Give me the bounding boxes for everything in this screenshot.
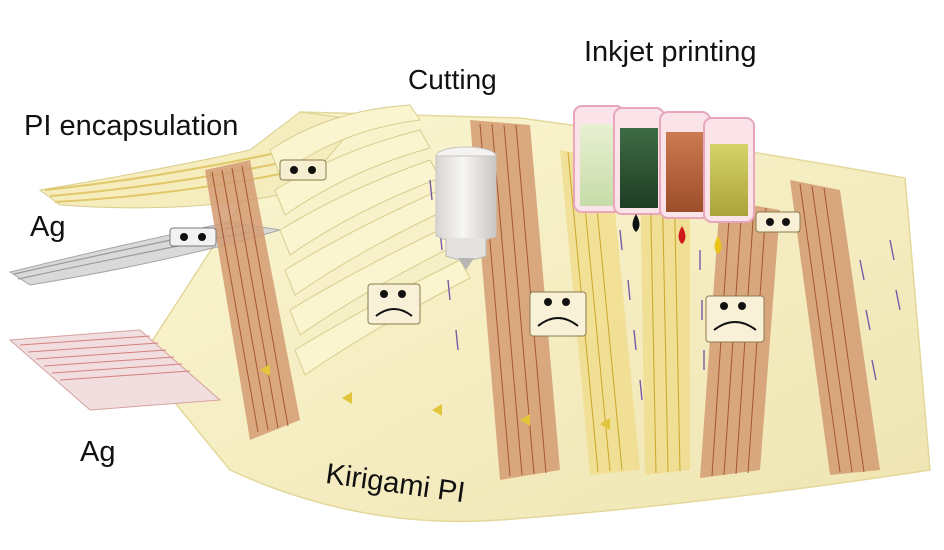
- sensor-chip-icon: [755, 211, 801, 233]
- label-inkjet-printing: Inkjet printing: [584, 36, 757, 68]
- gold-trace-lines: [567, 151, 681, 474]
- sensor-chip-icon: [529, 291, 587, 337]
- ink-cartridge-icon: [659, 111, 711, 219]
- alignment-markers: [260, 364, 610, 430]
- label-ag-upper: Ag: [30, 211, 66, 243]
- sensor-chip-icon: [705, 295, 765, 343]
- ink-cartridge-icon: [703, 117, 755, 223]
- ink-cartridge-icon: [573, 105, 625, 213]
- sensor-chip-icon: [169, 227, 217, 247]
- label-pi-encapsulation: PI encapsulation: [24, 110, 239, 142]
- ink-cartridge-icon: [613, 107, 665, 215]
- pi-encapsulation-layer: [38, 111, 361, 209]
- cut-kirigami-strips: [269, 104, 471, 376]
- encapsulation-strips: [44, 149, 301, 203]
- label-ag-lower: Ag: [80, 436, 116, 468]
- ink-droplet-icon: [714, 236, 722, 254]
- sensor-chip-icon: [367, 283, 421, 325]
- copper-trace-lines: [211, 123, 865, 477]
- ink-droplet-icon: [678, 226, 686, 244]
- cutter-tool-icon: [435, 146, 497, 270]
- ink-droplet-icon: [632, 214, 640, 232]
- ag-lower-dots: [19, 335, 191, 381]
- label-cutting: Cutting: [408, 64, 497, 95]
- kirigami-slits: [429, 179, 901, 401]
- sensor-chip-icon: [279, 159, 327, 181]
